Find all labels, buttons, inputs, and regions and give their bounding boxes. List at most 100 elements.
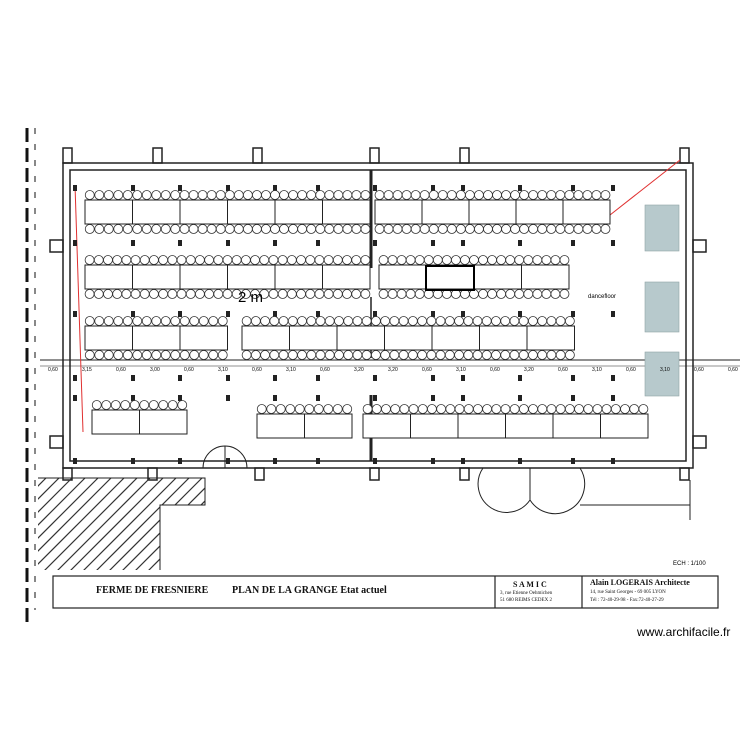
chair bbox=[501, 224, 511, 234]
pillar bbox=[373, 311, 377, 317]
chair bbox=[141, 190, 152, 200]
chair bbox=[158, 400, 169, 410]
chair bbox=[474, 224, 484, 234]
chair bbox=[170, 350, 181, 360]
chair bbox=[343, 316, 354, 326]
chair bbox=[518, 350, 529, 360]
pillar bbox=[611, 395, 615, 401]
chair bbox=[487, 255, 497, 265]
door-swings bbox=[202, 445, 586, 515]
chair bbox=[217, 316, 228, 326]
chair bbox=[351, 255, 362, 265]
table bbox=[132, 325, 181, 351]
chair bbox=[122, 316, 133, 326]
watermark-link[interactable]: www.archifacile.fr bbox=[637, 625, 731, 639]
pillar bbox=[178, 375, 182, 381]
chair bbox=[591, 224, 602, 234]
chair bbox=[222, 255, 233, 265]
chair bbox=[294, 404, 305, 414]
chair bbox=[387, 255, 398, 265]
chair bbox=[241, 350, 252, 360]
chair bbox=[537, 190, 548, 200]
chair bbox=[84, 224, 95, 234]
chair bbox=[532, 289, 543, 299]
table-row-2 bbox=[179, 190, 371, 234]
chair bbox=[185, 289, 196, 299]
table bbox=[421, 199, 470, 225]
chair bbox=[132, 224, 143, 234]
pillar bbox=[273, 311, 277, 317]
chair bbox=[121, 255, 132, 265]
table bbox=[384, 325, 433, 351]
table-row-10 bbox=[362, 404, 649, 439]
pillar bbox=[431, 375, 435, 381]
highlighted-table bbox=[425, 265, 475, 291]
chair bbox=[546, 404, 557, 414]
chair bbox=[305, 289, 316, 299]
table-row-8 bbox=[91, 400, 188, 435]
table bbox=[515, 199, 564, 225]
chair bbox=[334, 350, 344, 360]
pillar bbox=[611, 375, 615, 381]
chair bbox=[398, 316, 409, 326]
table-row-1 bbox=[84, 190, 181, 234]
chair bbox=[445, 404, 456, 414]
chair bbox=[451, 255, 461, 265]
chair bbox=[231, 255, 242, 265]
chair bbox=[478, 289, 488, 299]
chair bbox=[491, 316, 501, 326]
pillar bbox=[273, 185, 277, 191]
chair bbox=[472, 316, 483, 326]
chair bbox=[573, 190, 584, 200]
chair bbox=[541, 255, 552, 265]
scale-ratio-label: ECH : 1/100 bbox=[673, 561, 706, 567]
chair bbox=[268, 289, 279, 299]
chair bbox=[496, 255, 507, 265]
chair bbox=[361, 350, 372, 360]
chair bbox=[103, 289, 113, 299]
chair bbox=[334, 316, 344, 326]
chair bbox=[362, 404, 373, 414]
chair bbox=[351, 224, 362, 234]
chair bbox=[315, 224, 326, 234]
pillar bbox=[178, 395, 182, 401]
chair bbox=[252, 224, 262, 234]
table bbox=[473, 264, 522, 290]
chair bbox=[324, 350, 335, 360]
chair bbox=[132, 190, 143, 200]
pillar bbox=[273, 395, 277, 401]
pillar bbox=[316, 375, 320, 381]
chair bbox=[478, 255, 488, 265]
chair bbox=[323, 404, 334, 414]
dimension-label: 0,60 bbox=[116, 367, 126, 373]
table bbox=[521, 264, 570, 290]
table bbox=[179, 264, 228, 290]
dimension-label: 0,60 bbox=[626, 367, 636, 373]
table bbox=[552, 413, 601, 439]
chair bbox=[250, 255, 260, 265]
pillar bbox=[316, 395, 320, 401]
chair bbox=[139, 400, 150, 410]
pillar bbox=[131, 375, 135, 381]
company-address-1: 3, rue Etienne Oehmichen bbox=[500, 591, 553, 596]
company-name: S A M I C bbox=[513, 580, 547, 589]
pillar bbox=[273, 458, 277, 464]
chair bbox=[629, 404, 640, 414]
dimension-label: 0,60 bbox=[490, 367, 500, 373]
chair bbox=[564, 404, 575, 414]
chair bbox=[222, 289, 233, 299]
pillar bbox=[273, 240, 277, 246]
chair bbox=[148, 400, 159, 410]
chair bbox=[446, 190, 457, 200]
chair bbox=[432, 255, 443, 265]
chair bbox=[179, 316, 190, 326]
pillar bbox=[73, 395, 77, 401]
chair bbox=[463, 316, 474, 326]
chair bbox=[132, 316, 143, 326]
pillar bbox=[611, 458, 615, 464]
chair bbox=[122, 350, 133, 360]
pillar bbox=[273, 375, 277, 381]
chair bbox=[323, 255, 334, 265]
pillar-marks bbox=[73, 185, 615, 464]
chair bbox=[103, 350, 114, 360]
